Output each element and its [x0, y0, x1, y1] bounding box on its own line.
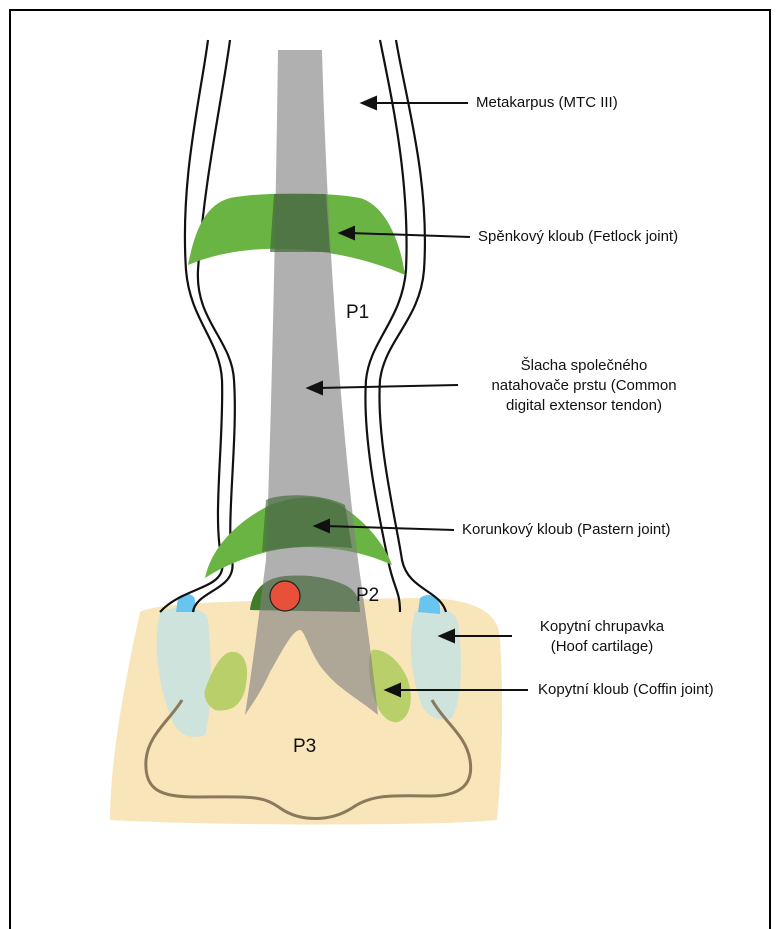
extensor-tendon	[245, 50, 378, 715]
label-extensor-tendon-line-3: digital extensor tendon)	[462, 396, 706, 416]
arrow-metacarpus-head	[362, 97, 376, 109]
label-pastern-joint: Korunkový kloub (Pastern joint)	[462, 520, 670, 540]
bone-label-p2: P2	[356, 585, 379, 607]
fetlock-tendon-overlap	[270, 194, 330, 252]
label-extensor-tendon-line-1: Šlacha společného	[462, 356, 706, 376]
leg-outline-outer-right	[379, 40, 446, 612]
red-marker	[270, 581, 300, 611]
leg-outline-inner-left	[193, 40, 235, 612]
label-metacarpus: Metakarpus (MTC III)	[476, 93, 618, 113]
bone-label-p1: P1	[346, 302, 369, 324]
label-coffin-joint: Kopytní kloub (Coffin joint)	[538, 680, 714, 700]
bone-label-p3: P3	[293, 736, 316, 758]
hoof-cartilage-tip-left	[176, 594, 195, 612]
label-hoof-cartilage-line-1: Kopytní chrupavka	[514, 617, 690, 637]
label-extensor-tendon-line-2: natahovače prstu (Common	[462, 376, 706, 396]
label-hoof-cartilage: Kopytní chrupavka (Hoof cartilage)	[514, 617, 690, 657]
leg-outline-inner-right	[365, 40, 406, 612]
label-extensor-tendon: Šlacha společného natahovače prstu (Comm…	[462, 356, 706, 416]
label-fetlock-joint: Spěnkový kloub (Fetlock joint)	[478, 227, 678, 247]
pastern-tendon-overlap	[262, 495, 352, 552]
label-hoof-cartilage-line-2: (Hoof cartilage)	[514, 637, 690, 657]
